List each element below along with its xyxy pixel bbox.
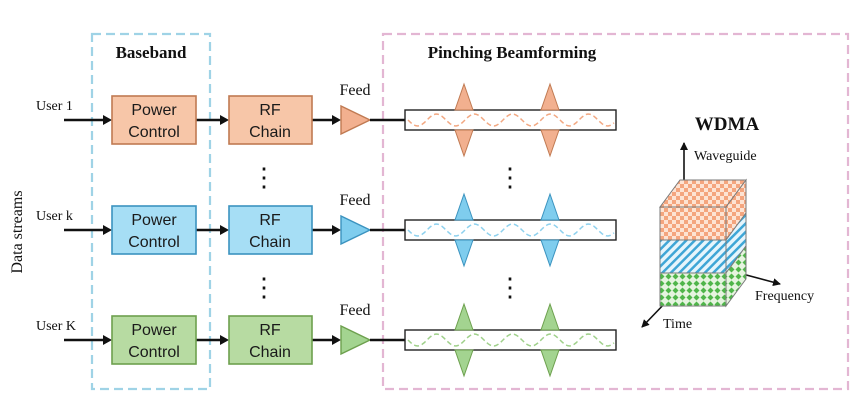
arrow-user-to-power-head [103,115,112,125]
waveguide-signal-wave [407,223,615,237]
ellipsis-rf-2: ⋮ [251,273,277,302]
user-label: User 1 [36,99,73,114]
pinching-antenna-top-2 [540,192,560,221]
pinching-antenna-bottom-2 [540,349,560,378]
pinching-antenna-bottom-1 [454,349,474,378]
ellipsis-rf-1: ⋮ [251,163,277,192]
pinching-antenna-bottom-2 [540,239,560,268]
pinching-antenna-bottom-1 [454,129,474,158]
wdma-layer-bottom-side [725,244,747,308]
feed-amplifier-triangle [340,324,372,356]
wdma-panel: WDMA Waveguide Frequency Time [641,114,814,332]
rf-chain-box [228,315,313,365]
pinching-antenna-top-1 [454,302,474,331]
waveguide-axis-label: Waveguide [694,149,757,164]
power-control-box [111,315,197,365]
rf-chain-box [228,205,313,255]
pinching-title: Pinching Beamforming [428,43,597,62]
pinching-antenna-top-2 [540,82,560,111]
power-control-label-line2: Control [128,124,180,141]
feed-amplifier-triangle [340,104,372,136]
power-control-box [111,95,197,145]
power-control-label-line1: Power [131,322,177,339]
rf-chain-label-line1: RF [259,322,281,339]
frequency-axis-label: Frequency [755,289,814,304]
feed-label: Feed [339,192,370,209]
power-control-label-line1: Power [131,212,177,229]
pinching-antenna-top-2 [540,302,560,331]
rf-chain-label-line2: Chain [249,344,291,361]
pinching-antenna-top-1 [454,82,474,111]
arrow-user-to-power-head [103,335,112,345]
power-control-label-line2: Control [128,234,180,251]
arrow-rf-to-feed-head [332,115,341,125]
rf-chain-label-line1: RF [259,102,281,119]
waveguide [404,329,617,351]
user-label: User k [36,209,73,224]
waveguide-signal-wave [407,113,615,127]
pinching-antenna-bottom-1 [454,239,474,268]
ellipsis-wave-2: ⋮ [497,273,523,302]
arrow-user-to-power-head [103,225,112,235]
feed-label: Feed [339,302,370,319]
wdma-layer-top-front [659,206,727,241]
baseband-title: Baseband [116,43,187,62]
arrow-rf-to-feed-head [332,225,341,235]
arrow-rf-to-feed-head [332,335,341,345]
ellipsis-wave-1: ⋮ [497,163,523,192]
power-control-label-line1: Power [131,102,177,119]
power-control-box [111,205,197,255]
user-label: User K [36,319,76,334]
feed-amplifier-triangle [340,214,372,246]
rf-chain-label-line2: Chain [249,124,291,141]
pinching-antenna-top-1 [454,192,474,221]
rf-chain-label-line2: Chain [249,234,291,251]
pinching-antenna-bottom-2 [540,129,560,158]
rf-chain-label-line1: RF [259,212,281,229]
waveguide [404,109,617,131]
pinching-region [381,32,850,391]
waveguide [404,219,617,241]
time-axis-label: Time [663,317,692,332]
baseband-region [90,32,212,391]
wdma-layer-bottom-front [659,272,727,307]
arrow-power-to-rf-head [220,335,229,345]
power-control-label-line2: Control [128,344,180,361]
rf-chain-box [228,95,313,145]
wdma-layer-middle-front [659,239,727,274]
arrow-power-to-rf-head [220,115,229,125]
feed-label: Feed [339,82,370,99]
waveguide-signal-wave [407,333,615,347]
wdma-title: WDMA [695,114,760,135]
arrow-power-to-rf-head [220,225,229,235]
data-streams-label: Data streams [9,190,26,273]
